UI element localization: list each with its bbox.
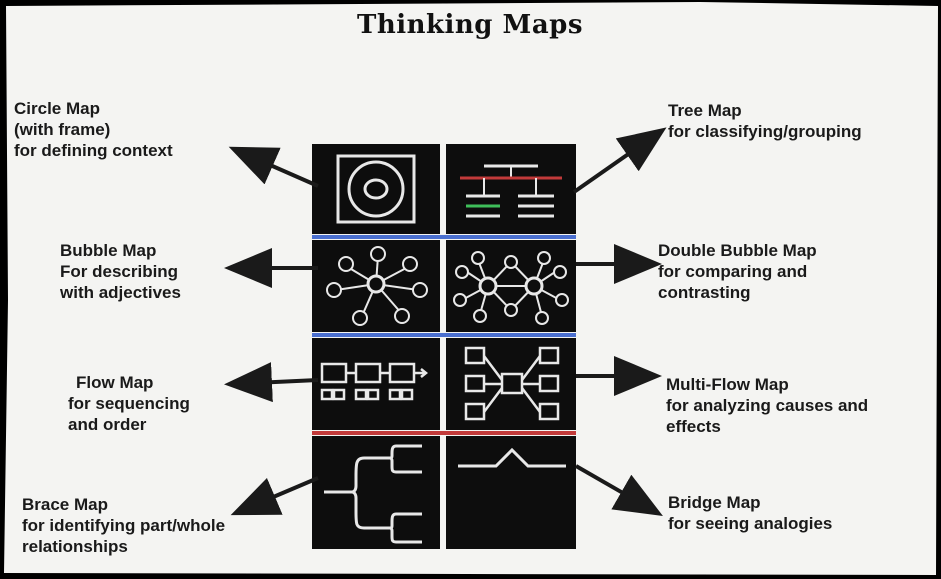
maps-icon-grid <box>312 144 576 549</box>
double-bubble-map-tile <box>446 240 576 332</box>
flow-map-icon <box>320 362 429 401</box>
tree-map-icon <box>460 164 562 218</box>
bridge-map-tile <box>446 436 576 549</box>
bridge-map-icon <box>458 447 566 468</box>
arrow-bridge <box>575 464 663 516</box>
double-bubble-map-icon <box>453 251 569 325</box>
arrow-tree <box>572 127 667 194</box>
arrow-flow <box>224 362 319 403</box>
bubble-map-icon <box>326 246 428 326</box>
brace-map-icon <box>324 444 422 544</box>
circle-map-icon <box>336 154 416 224</box>
flow-map-tile <box>312 338 440 430</box>
label-circle-map: Circle Map(with frame)for defining conte… <box>14 99 173 160</box>
multi-flow-map-tile <box>446 338 576 430</box>
page-title: Thinking Maps <box>356 10 583 40</box>
arrow-circle <box>228 146 319 188</box>
brace-map-tile <box>312 436 440 549</box>
circle-map-tile <box>312 144 440 234</box>
arrow-brace <box>230 476 319 516</box>
bubble-map-tile <box>312 240 440 332</box>
tree-map-tile <box>446 144 576 234</box>
multi-flow-map-icon <box>464 346 560 421</box>
